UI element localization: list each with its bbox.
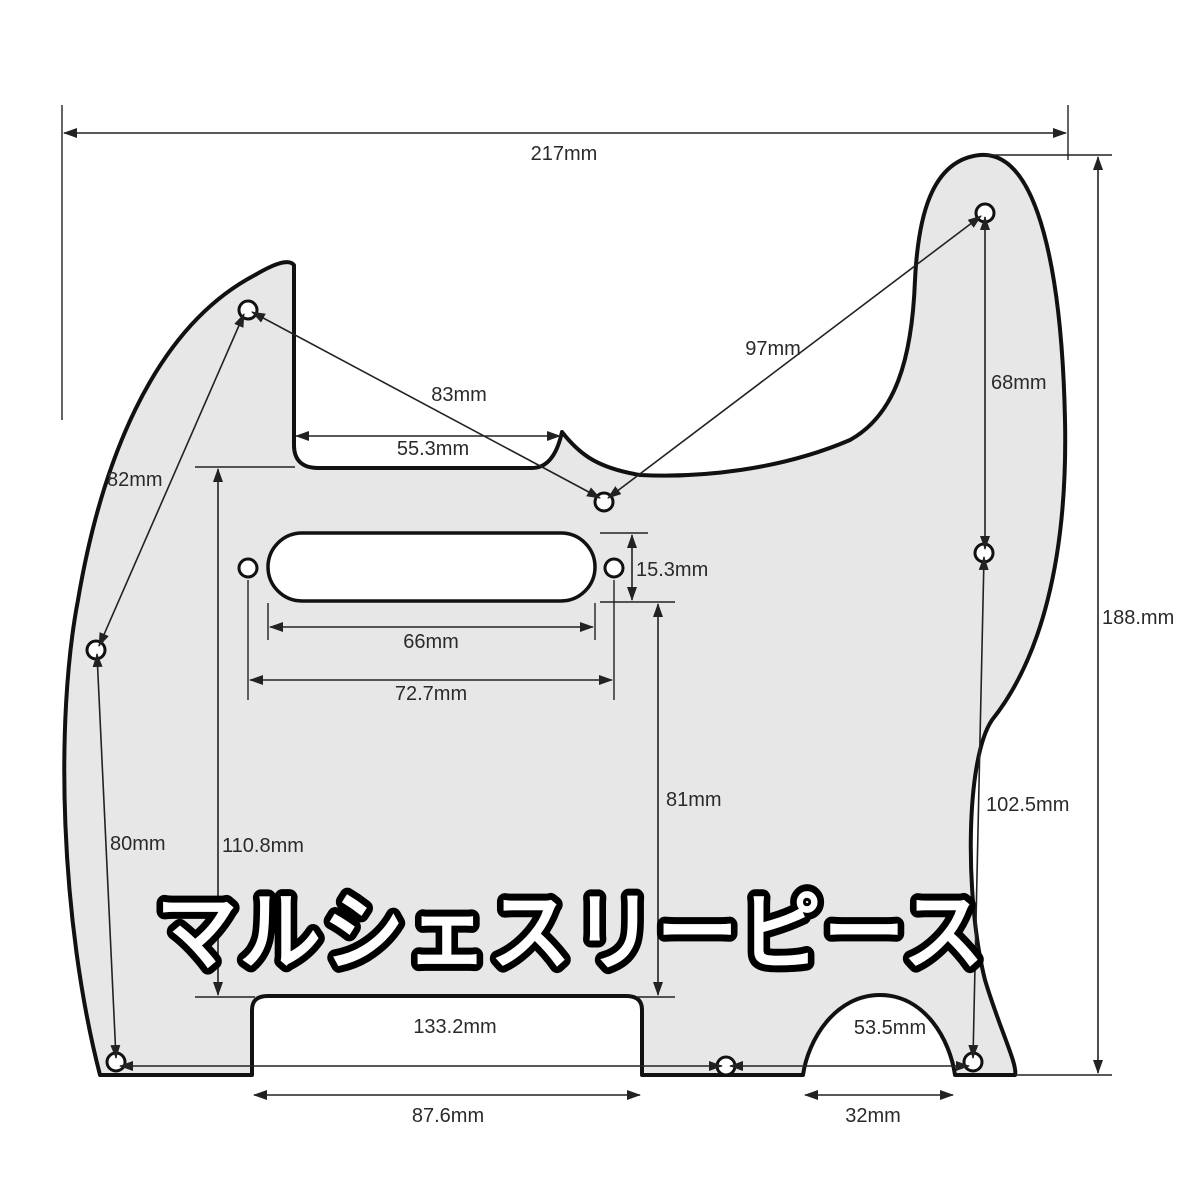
label-jack-cut: 32mm <box>845 1105 901 1127</box>
dim-line-97 <box>607 215 982 499</box>
label-right-lower: 102.5mm <box>986 794 1069 816</box>
dim-line-80 <box>92 653 121 1059</box>
dimension-labels: 217mm 188.mm 83mm 97mm 55.3mm 82mm 68mm … <box>107 143 1174 1127</box>
label-horn-to-right: 68mm <box>991 372 1047 394</box>
label-pickup-length: 66mm <box>403 631 459 653</box>
label-pickup-screw-span: 72.7mm <box>395 683 467 705</box>
label-bridge-cut: 87.6mm <box>412 1105 484 1127</box>
dim-line-83 <box>251 311 601 499</box>
label-left-upper: 82mm <box>107 469 163 491</box>
screw-hole-left-mid <box>85 639 107 661</box>
screw-hole-neck <box>237 299 259 321</box>
screw-hole-pickup-left <box>237 557 259 579</box>
label-neck-pocket: 55.3mm <box>397 438 469 460</box>
product-banner: マルシェスリーピース <box>156 883 986 983</box>
dimension-lines <box>63 128 1103 1100</box>
pickup-cavity <box>266 531 597 603</box>
label-pickup-height: 15.3mm <box>636 559 708 581</box>
label-center-to-horn: 97mm <box>745 338 801 360</box>
label-jack-span: 53.5mm <box>854 1017 926 1039</box>
label-overall-width: 217mm <box>531 143 598 165</box>
label-left-lower: 80mm <box>110 833 166 855</box>
label-bottom-span: 133.2mm <box>413 1016 496 1038</box>
label-left-vertical: 110.8mm <box>222 835 304 857</box>
extension-lines <box>61 105 1112 1076</box>
screw-hole-pickup-right <box>603 557 625 579</box>
label-overall-height: 188.mm <box>1102 607 1174 629</box>
label-neck-to-center: 83mm <box>431 384 487 406</box>
pickguard-outline <box>62 152 1068 1077</box>
dim-line-102 <box>968 556 989 1059</box>
label-pickup-to-bottom: 81mm <box>666 789 722 811</box>
dim-line-82 <box>98 313 245 647</box>
